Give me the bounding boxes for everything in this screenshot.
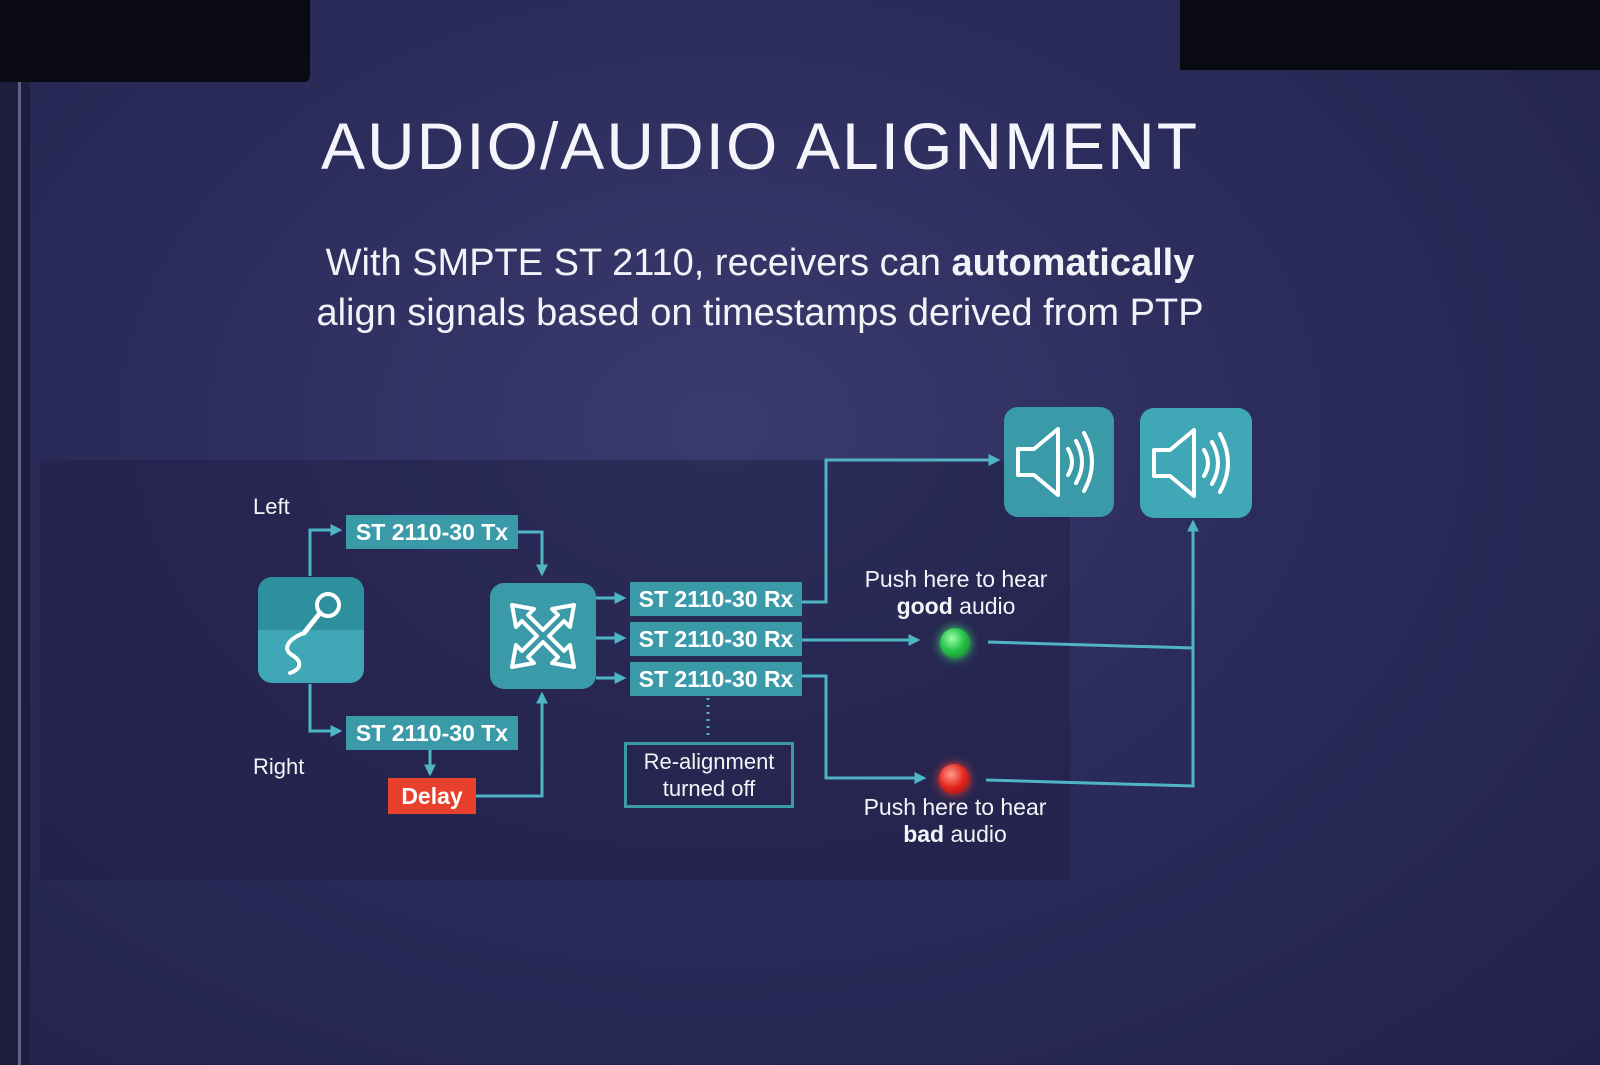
bad-audio-button[interactable] <box>939 764 969 794</box>
left-label: Left <box>253 494 290 519</box>
tx-bottom-box: ST 2110-30 Tx <box>346 716 518 750</box>
speaker-tile-2 <box>1140 408 1252 518</box>
speaker-tile-1 <box>1004 407 1114 517</box>
page-title: AUDIO/AUDIO ALIGNMENT <box>320 109 1200 183</box>
subtitle-line1-prefix: With SMPTE ST 2110, receivers can <box>325 242 941 284</box>
good-suffix: audio <box>959 593 1016 619</box>
switch-tile <box>490 583 596 689</box>
realignment-box: Re-alignment turned off <box>624 742 794 808</box>
good-line1: Push here to hear <box>864 566 1048 592</box>
realignment-line1: Re-alignment <box>643 749 775 774</box>
top-right-shadow <box>1180 0 1600 70</box>
rx-box-2: ST 2110-30 Rx <box>630 622 802 656</box>
left-edge <box>0 0 30 1065</box>
connector-mic-tx-bottom <box>308 684 343 737</box>
bad-line1: Push here to hear <box>863 794 1047 820</box>
rx-box-3: ST 2110-30 Rx <box>630 662 802 696</box>
bad-bold: bad <box>903 821 945 847</box>
connector-lines <box>308 454 1199 798</box>
connector-bad-speaker2 <box>985 519 1199 788</box>
good-bold: good <box>896 593 953 619</box>
connector-good-speaker2 <box>987 640 1194 650</box>
rx-box-1: ST 2110-30 Rx <box>630 582 802 616</box>
switch-icon <box>510 603 576 669</box>
connector-mic-tx-top <box>308 524 343 576</box>
tx-top-box: ST 2110-30 Tx <box>346 515 518 549</box>
connector-rx1-speaker1 <box>802 454 1001 604</box>
subtitle-line1-bold: automatically <box>951 242 1195 284</box>
subtitle-line2: align signals based on timestamps derive… <box>316 292 1204 334</box>
connector-tx-top-switch <box>518 530 548 577</box>
connector-rx3-bad <box>802 674 927 784</box>
subtitle: With SMPTE ST 2110, receivers can automa… <box>0 238 1520 338</box>
speaker-icon <box>1152 428 1230 498</box>
bad-audio-label: Push here to hear bad audio <box>850 794 1060 848</box>
left-edge-line <box>18 70 21 1065</box>
good-audio-label: Push here to hear good audio <box>852 566 1060 620</box>
microphone-tile <box>258 577 364 683</box>
connector-delay-switch <box>476 691 548 798</box>
delay-box: Delay <box>388 778 476 814</box>
top-left-shadow <box>0 0 310 82</box>
right-label: Right <box>253 754 305 779</box>
good-audio-button[interactable] <box>940 628 970 658</box>
bad-suffix: audio <box>950 821 1007 847</box>
speaker-icon <box>1016 427 1094 497</box>
microphone-icon <box>285 592 341 675</box>
realignment-line2: turned off <box>662 776 756 801</box>
